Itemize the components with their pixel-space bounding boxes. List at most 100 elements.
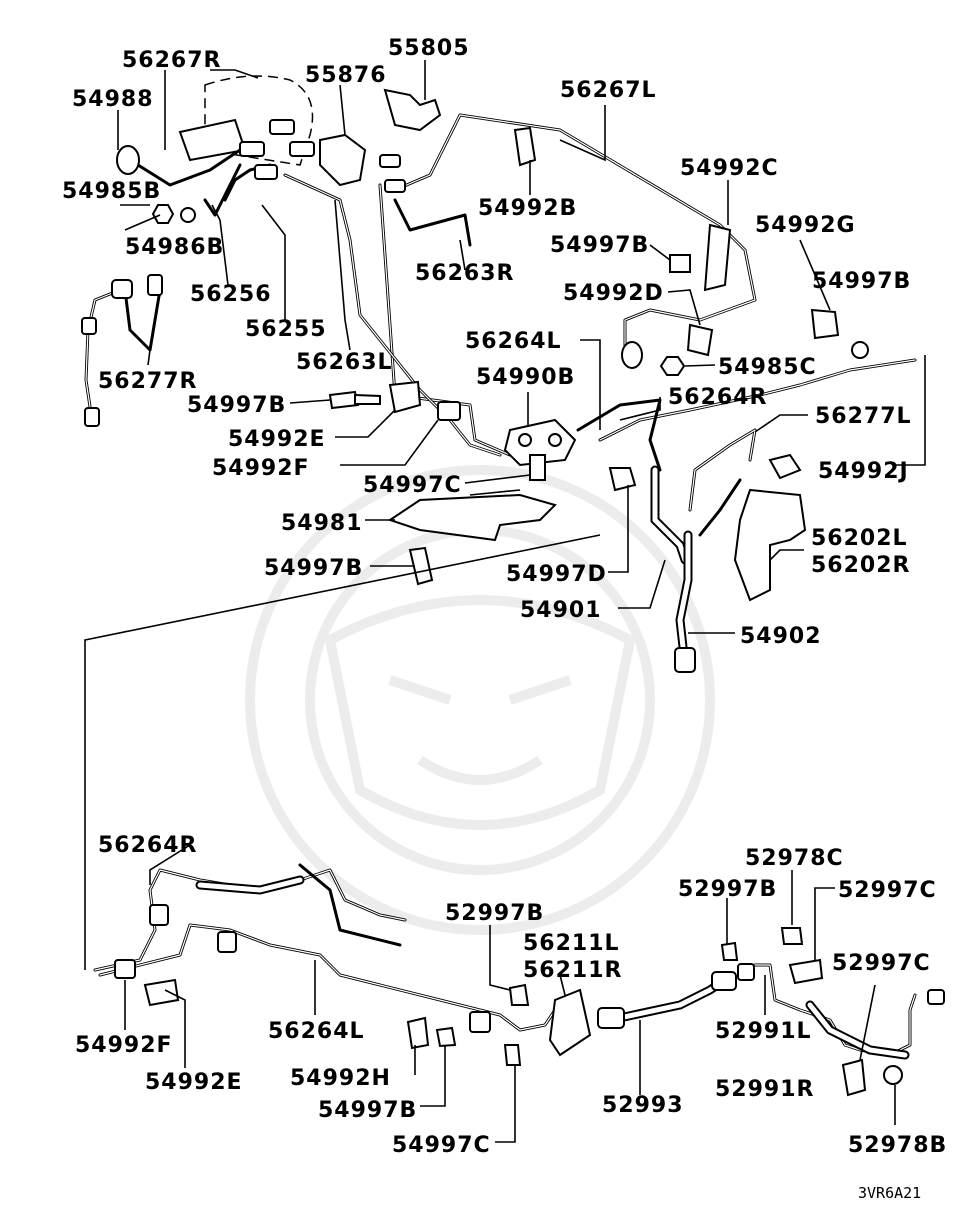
label-55876[interactable]: 55876 — [305, 63, 387, 88]
label-56277r[interactable]: 56277R — [98, 369, 197, 394]
label-54992g[interactable]: 54992G — [755, 213, 856, 238]
label-52978b[interactable]: 52978B — [848, 1133, 947, 1158]
label-56263r[interactable]: 56263R — [415, 261, 514, 286]
label-54985b[interactable]: 54985B — [62, 179, 161, 204]
bolt-52978b — [883, 1065, 903, 1085]
brake-pipe-56256 — [128, 148, 242, 217]
label-54992f-bot[interactable]: 54992F — [75, 1033, 173, 1058]
brake-pipe-56264l-upper — [576, 398, 662, 472]
label-56267l[interactable]: 56267L — [560, 78, 657, 103]
clip-54992g — [810, 308, 840, 340]
clamp-54992d — [686, 323, 714, 357]
label-54992e-bot[interactable]: 54992E — [145, 1070, 243, 1095]
master-cylinder-outline — [204, 75, 314, 166]
label-54992e-top[interactable]: 54992E — [228, 427, 326, 452]
clip-52997b-right — [720, 941, 739, 961]
label-54997d[interactable]: 54997D — [506, 562, 607, 587]
bolt-52978c — [780, 927, 804, 945]
label-56211r[interactable]: 56211R — [523, 958, 622, 983]
nut-54985b — [151, 204, 175, 224]
label-54997c-bot[interactable]: 54997C — [392, 1133, 491, 1158]
clip-54992e-upper — [388, 380, 422, 414]
label-54981[interactable]: 54981 — [281, 511, 363, 536]
bracket-56202 — [733, 488, 807, 602]
bolt-54997b-bottom — [435, 1026, 457, 1048]
label-52997c-2[interactable]: 52997C — [832, 951, 931, 976]
label-56255[interactable]: 56255 — [245, 317, 327, 342]
label-54901[interactable]: 54901 — [520, 598, 602, 623]
label-52993[interactable]: 52993 — [602, 1093, 684, 1118]
label-52997b-2[interactable]: 52997B — [445, 901, 544, 926]
label-54992c[interactable]: 54992C — [680, 156, 779, 181]
brake-hose-56277r — [84, 288, 122, 422]
label-52991l[interactable]: 52991L — [715, 1019, 812, 1044]
label-54992f-top[interactable]: 54992F — [212, 456, 310, 481]
label-54997b-5[interactable]: 54997B — [318, 1098, 417, 1123]
label-52997c-1[interactable]: 52997C — [838, 878, 937, 903]
part-labels: 55805 56267R 55876 54988 56267L 54992C 5… — [62, 36, 947, 1202]
label-52997b-1[interactable]: 52997B — [678, 877, 777, 902]
bolt-54997b-upper — [669, 254, 691, 273]
clamp-54992f-upper — [437, 401, 461, 421]
label-56202l[interactable]: 56202L — [811, 526, 908, 551]
label-54997b-4[interactable]: 54997B — [264, 556, 363, 581]
label-54992h[interactable]: 54992H — [290, 1066, 391, 1091]
lower-brake-assembly — [93, 863, 945, 1097]
label-54997b-2[interactable]: 54997B — [812, 269, 911, 294]
label-56256[interactable]: 56256 — [190, 282, 272, 307]
label-54997c-top[interactable]: 54997C — [363, 473, 462, 498]
junction-block-54990b — [503, 418, 577, 467]
upper-brake-assembly — [81, 75, 917, 673]
label-56202r[interactable]: 56202R — [811, 553, 910, 578]
label-56277l[interactable]: 56277L — [815, 404, 912, 429]
clip-52997c-lower — [841, 1058, 867, 1097]
clamp-54992f-lower — [114, 959, 136, 979]
nut-54997d — [608, 467, 637, 492]
bolt-54997b-left — [328, 390, 360, 410]
label-54997b-3[interactable]: 54997B — [187, 393, 286, 418]
label-56264l-bot[interactable]: 56264L — [268, 1019, 365, 1044]
label-56264r-bot[interactable]: 56264R — [98, 833, 197, 858]
label-55805[interactable]: 55805 — [388, 36, 470, 61]
washer-54986b — [180, 207, 196, 223]
label-56211l[interactable]: 56211L — [523, 931, 620, 956]
bracket-56211 — [548, 988, 592, 1057]
label-54992j[interactable]: 54992J — [818, 459, 909, 484]
bracket-55805 — [383, 88, 442, 132]
label-56264r-top[interactable]: 56264R — [668, 385, 767, 410]
bolt-54997c-bottom — [503, 1044, 522, 1066]
brake-pipe-56277l — [688, 428, 757, 512]
clip-52997b-left — [508, 983, 530, 1006]
grommet-54988 — [116, 145, 140, 175]
label-54902[interactable]: 54902 — [740, 624, 822, 649]
label-56263l[interactable]: 56263L — [296, 350, 393, 375]
clamp-54992h — [406, 1016, 430, 1050]
label-52991r[interactable]: 52991R — [715, 1077, 814, 1102]
diagram-code: 3VR6A21 — [858, 1184, 921, 1202]
connector-line — [84, 534, 601, 970]
proportioning-valve-55876 — [319, 133, 367, 187]
clamp-54992c — [703, 223, 732, 292]
plate-54981 — [387, 493, 557, 542]
label-54997b-1[interactable]: 54997B — [550, 233, 649, 258]
label-54990b[interactable]: 54990B — [476, 365, 575, 390]
clamp-lower-2 — [217, 931, 237, 953]
leader-lines — [117, 60, 926, 1143]
bolt-54997b-right — [851, 341, 869, 359]
label-54992b[interactable]: 54992B — [478, 196, 577, 221]
bolt-54997c-upper — [529, 454, 546, 481]
label-54992d[interactable]: 54992D — [563, 281, 664, 306]
clamp-54992b — [513, 126, 537, 167]
label-54986b[interactable]: 54986B — [125, 235, 224, 260]
clip-54992e-lower — [143, 978, 180, 1007]
label-54985c[interactable]: 54985C — [718, 355, 817, 380]
label-56267r[interactable]: 56267R — [122, 48, 221, 73]
nut-54985c — [659, 356, 686, 376]
clip-54992j — [768, 453, 802, 480]
label-56264l-top[interactable]: 56264L — [465, 329, 562, 354]
label-52978c[interactable]: 52978C — [745, 846, 844, 871]
clamp-lower-1 — [149, 904, 169, 926]
clamp-lower-3 — [469, 1011, 491, 1033]
label-54988[interactable]: 54988 — [72, 87, 154, 112]
